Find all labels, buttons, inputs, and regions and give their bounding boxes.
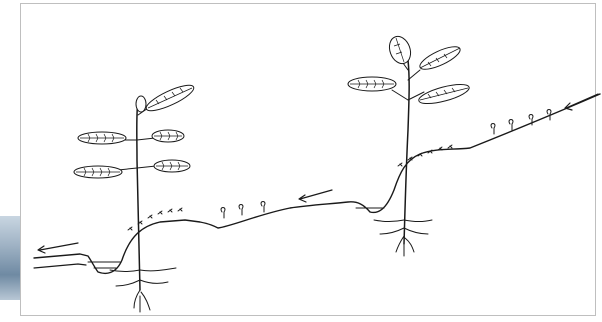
seedlings-middle-slope bbox=[221, 202, 265, 219]
seedlings-upper-slope bbox=[491, 110, 551, 135]
hedgerow-plant-left bbox=[74, 81, 197, 312]
leaf-cluster bbox=[74, 166, 122, 178]
leaf-cluster bbox=[348, 77, 396, 91]
roots-right bbox=[374, 220, 432, 256]
runoff-arrow-left bbox=[38, 243, 78, 253]
leaf-cluster bbox=[386, 33, 414, 66]
hedgerow-plant-right bbox=[348, 33, 471, 256]
ground-profile bbox=[34, 94, 600, 273]
leaf-cluster bbox=[417, 81, 471, 108]
leaf-cluster bbox=[152, 130, 184, 142]
leaf-cluster bbox=[154, 160, 190, 172]
leaf-cluster bbox=[417, 42, 463, 73]
leaf-cluster bbox=[78, 132, 126, 144]
roots-left bbox=[110, 268, 176, 312]
runoff-arrow-middle bbox=[299, 190, 332, 202]
leaf-cluster bbox=[143, 81, 196, 116]
leaf-litter-left bbox=[128, 208, 182, 230]
leaf-cluster bbox=[136, 96, 146, 112]
